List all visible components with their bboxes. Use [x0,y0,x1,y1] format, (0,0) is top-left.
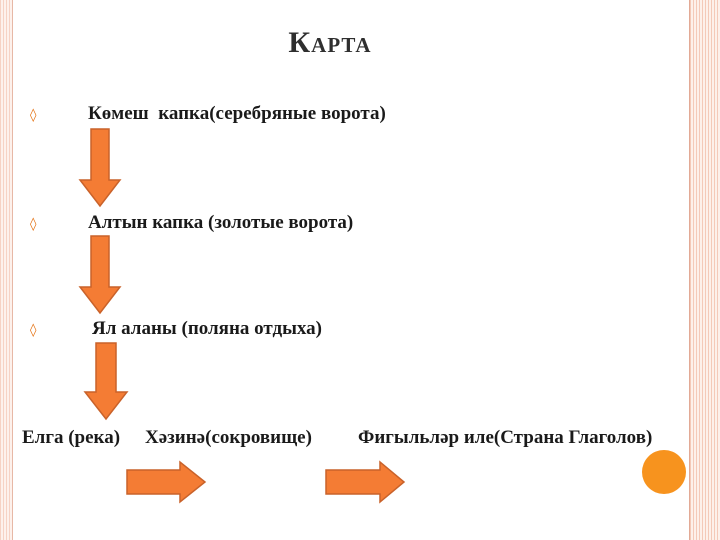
slide-title: Карта [288,26,372,59]
station-rest-glade: Ял аланы (поляна отдыха) [92,318,323,339]
arrow-down-icon [78,235,122,315]
left-frame-edge [12,0,13,540]
left-frame-border [0,0,12,540]
arrow-down-icon [83,342,129,421]
station-golden-gate: Алтын капка (золотые ворота) [88,212,354,233]
arrow-down-icon [78,128,122,208]
station-treasure: Хәзинә(сокровище) [145,427,312,448]
arrow-right-icon [126,460,207,504]
bullet-icon: ◊ [30,323,37,338]
bullet-icon: ◊ [30,108,37,123]
station-river: Елга (река) [22,427,121,448]
right-frame-border [690,0,720,540]
station-verbs-land: Фигыльләр иле(Страна Глаголов) [358,427,653,448]
arrow-right-icon [325,460,406,504]
bullet-icon: ◊ [30,217,37,232]
station-silver-gate: Көмеш капка(серебряные ворота) [88,103,386,124]
right-frame-edge [689,0,690,540]
corner-circle-decoration [642,450,686,494]
